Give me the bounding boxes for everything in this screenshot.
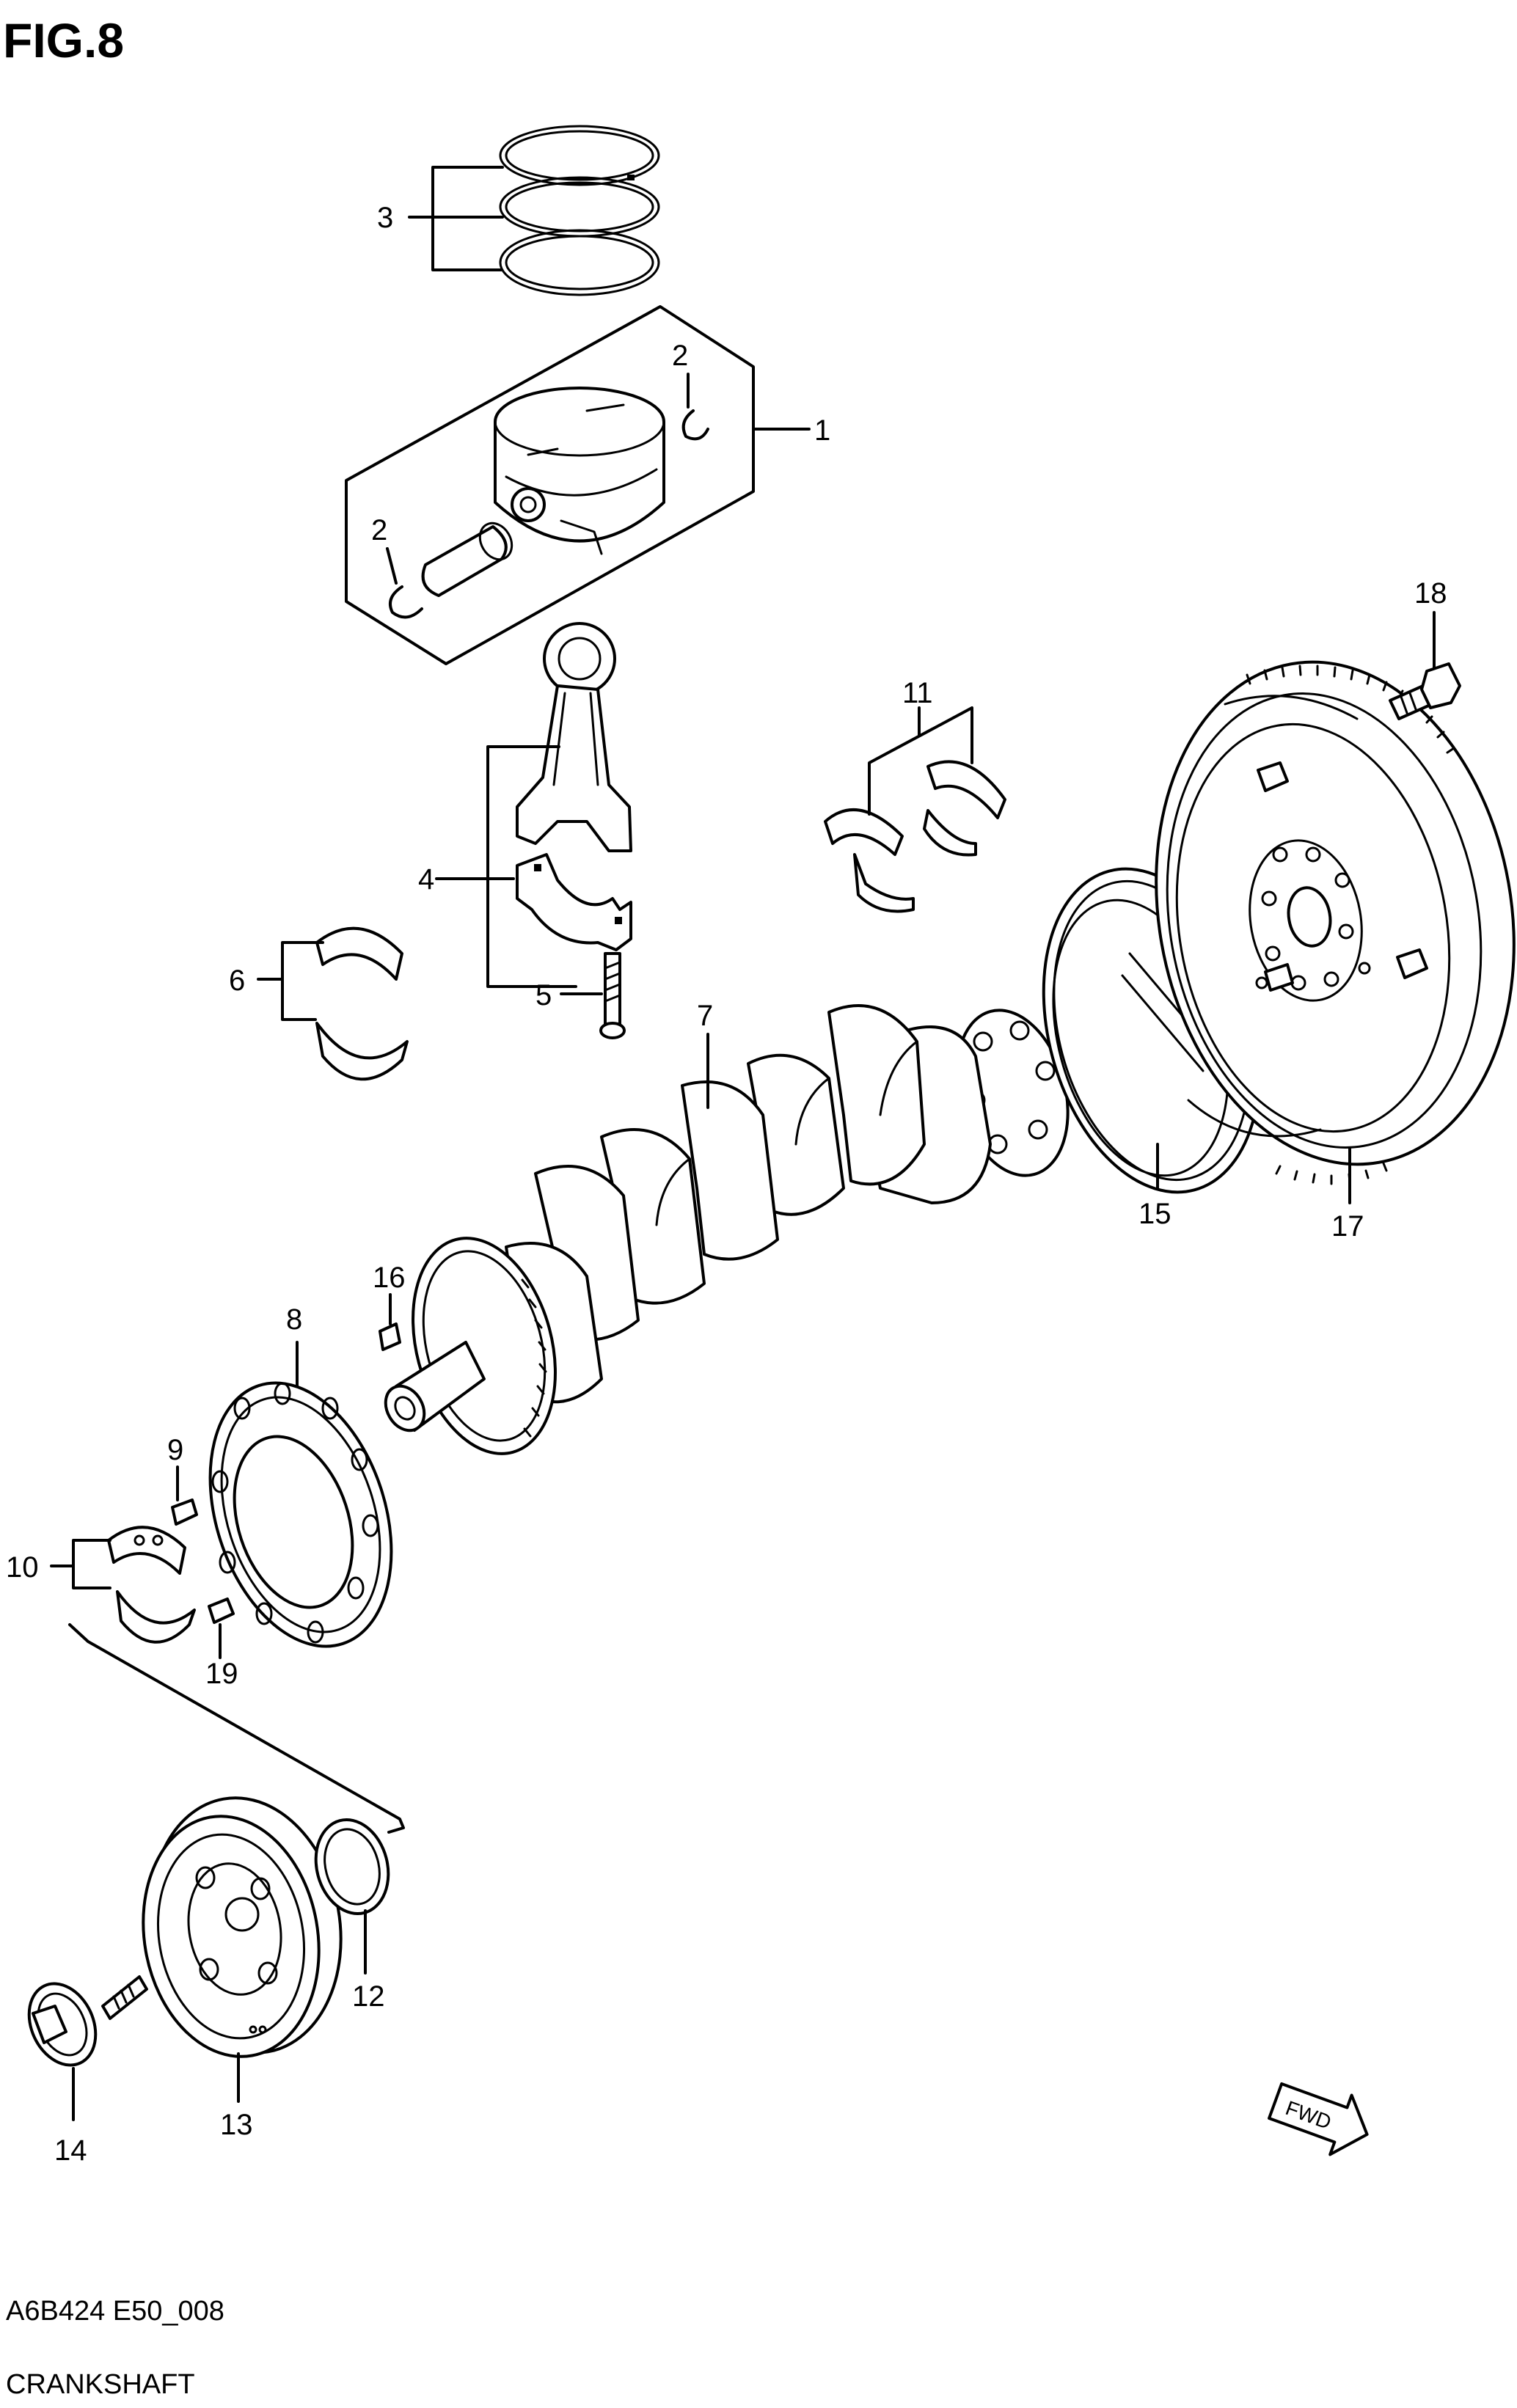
rod-cap — [516, 853, 632, 951]
piston-rings — [499, 125, 660, 296]
callout-14: 14 — [54, 2134, 87, 2167]
small-bolt — [171, 1498, 198, 1526]
callout-11-bracket — [868, 706, 973, 816]
callout-11: 11 — [902, 677, 933, 709]
callout-7: 7 — [697, 1000, 713, 1032]
piston-pin-clip-upper — [681, 409, 709, 441]
dowel-pin — [208, 1598, 235, 1624]
flywheel-bolt — [1389, 662, 1461, 720]
key-pin — [379, 1322, 401, 1351]
rod-bolt — [599, 952, 626, 1039]
callout-10-bracket — [50, 1539, 112, 1589]
callout-5: 5 — [535, 979, 552, 1011]
crank-sprocket-plate — [208, 1381, 393, 1648]
callout-9: 9 — [167, 1434, 183, 1466]
piston-assembly-outline — [345, 305, 755, 665]
callout-19: 19 — [205, 1658, 238, 1690]
figure-name: CRANKSHAFT — [6, 2369, 195, 2400]
callout-17: 17 — [1331, 1210, 1364, 1243]
group-dashed-line — [68, 1623, 405, 1834]
pulley-bolt — [27, 1975, 148, 2067]
pulley-seal-ring — [314, 1818, 390, 1916]
rod-bearings — [315, 926, 409, 1081]
piston-pin-clip-lower — [389, 585, 423, 619]
callout-4: 4 — [418, 863, 434, 896]
callout-4-bracket — [435, 745, 577, 988]
callout-8: 8 — [286, 1303, 302, 1336]
main-bearings — [107, 1526, 196, 1644]
callout-3: 3 — [377, 202, 393, 234]
callout-1: 1 — [814, 414, 830, 447]
callout-2b-leader — [386, 547, 398, 585]
callout-16: 16 — [373, 1262, 406, 1294]
thrust-washers — [824, 760, 1006, 913]
callout-2a: 2 — [672, 340, 688, 372]
figure-code: A6B424 E50_008 — [6, 2296, 224, 2327]
piston — [494, 387, 665, 555]
flywheel — [1155, 660, 1516, 1185]
figure-title: FIG.8 — [3, 13, 124, 67]
callout-6-bracket — [257, 941, 324, 1021]
callout-2b: 2 — [371, 514, 387, 546]
crankshaft — [384, 1004, 1070, 1455]
callout-13: 13 — [220, 2109, 253, 2141]
fwd-arrow-icon: FWD — [1268, 2082, 1369, 2156]
callout-10: 10 — [6, 1551, 39, 1584]
connecting-rod — [516, 622, 632, 852]
crank-pulley — [142, 1796, 343, 2058]
callout-12: 12 — [352, 1980, 385, 2013]
callout-15: 15 — [1138, 1198, 1171, 1230]
callout-18: 18 — [1414, 577, 1447, 610]
piston-pin — [421, 522, 513, 597]
callout-6: 6 — [229, 965, 245, 997]
callout-3-bracket — [408, 166, 504, 271]
